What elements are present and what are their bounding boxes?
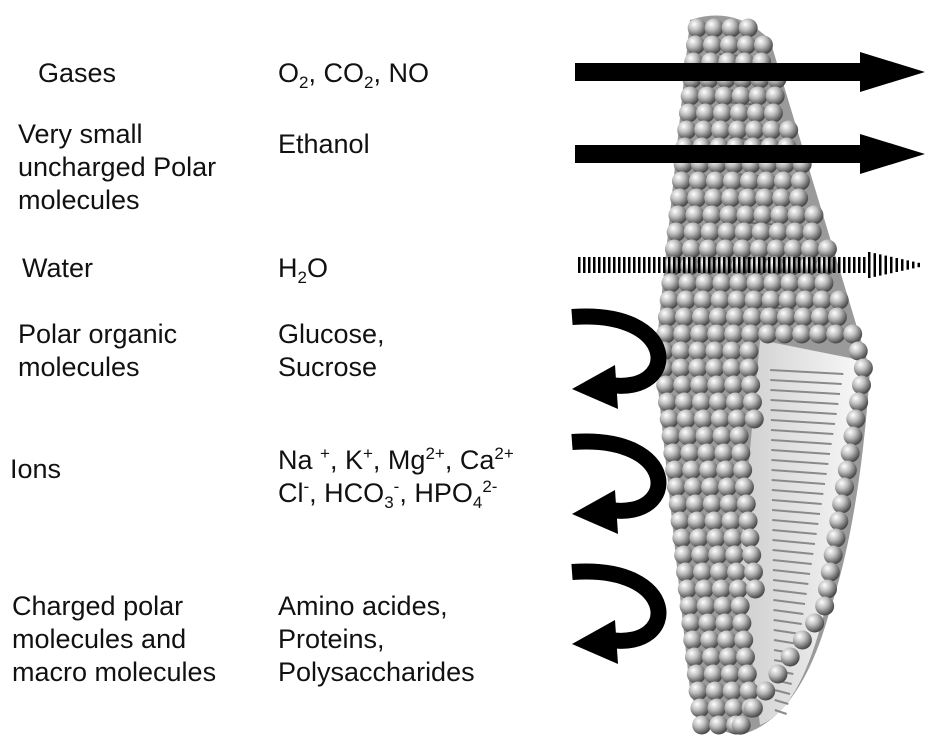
superscript: + [363,444,373,463]
examples-polar-organic: Glucose,Sucrose [278,318,385,384]
examples-small-polar: Ethanol [278,128,370,161]
example-line: Polysaccharides [278,656,475,689]
category-label-water: Water [22,252,93,285]
category-line: Polar organic [18,318,177,351]
blocked-bounce-arrow-polar-organic [572,316,659,409]
category-line: Gases [38,57,116,90]
formula-text: Polysaccharides [278,657,475,687]
category-line: molecules [18,351,177,384]
category-line: Charged polar [12,590,216,623]
blocked-bounce-arrow-charged-macro [572,571,659,664]
example-line: Glucose, [278,318,385,351]
pass-through-arrow-small-polar [575,134,925,174]
subscript: 3 [384,493,393,512]
example-line: Cl-, HCO3-, HPO42- [278,477,514,510]
category-label-gases: Gases [38,57,116,90]
subscript: 2 [298,268,307,287]
formula-text: , Mg [373,445,426,475]
formula-text: , CO [308,58,364,88]
category-label-small-polar: Very smalluncharged Polarmolecules [18,118,216,217]
examples-water: H2O [278,252,328,285]
formula-text: Ethanol [278,129,370,159]
examples-charged-macro: Amino acides,Proteins,Polysaccharides [278,590,475,689]
category-line: molecules and [12,623,216,656]
formula-text: , Ca [445,445,495,475]
example-line: Na +, K+, Mg2+, Ca2+ [278,444,514,477]
example-line: Ethanol [278,128,370,161]
category-line: Very small [18,118,216,151]
formula-text: O [278,58,299,88]
examples-ions: Na +, K+, Mg2+, Ca2+Cl-, HCO3-, HPO42- [278,444,514,510]
formula-text: Glucose, [278,319,385,349]
example-line: Proteins, [278,623,475,656]
formula-text: O [307,253,328,283]
formula-text: Sucrose [278,352,377,382]
subscript: 4 [473,493,482,512]
superscript: 2+ [494,444,513,463]
slow-pass-arrow-water [578,252,920,278]
superscript: 2- [482,477,497,496]
formula-text: Amino acides, [278,591,448,621]
category-label-charged-macro: Charged polarmolecules andmacro molecule… [12,590,216,689]
category-line: molecules [18,184,216,217]
category-line: macro molecules [12,656,216,689]
formula-text: H [278,253,298,283]
example-line: Sucrose [278,351,385,384]
formula-text: , HPO [399,478,473,508]
category-line: Water [22,252,93,285]
superscript: 2+ [425,444,444,463]
pass-through-arrow-gases [575,52,925,92]
blocked-bounce-arrow-ions [572,441,659,534]
category-line: uncharged Polar [18,151,216,184]
category-label-ions: Ions [10,453,61,486]
formula-text: , K [330,445,363,475]
formula-text: Cl [278,478,304,508]
example-line: Amino acides, [278,590,475,623]
example-line: O2, CO2, NO [278,57,429,90]
category-line: Ions [10,453,61,486]
superscript: + [320,444,330,463]
formula-text: Na [278,445,320,475]
examples-gases: O2, CO2, NO [278,57,429,90]
example-line: H2O [278,252,328,285]
formula-text: , NO [373,58,429,88]
formula-text: , HCO [309,478,384,508]
formula-text: Proteins, [278,624,385,654]
